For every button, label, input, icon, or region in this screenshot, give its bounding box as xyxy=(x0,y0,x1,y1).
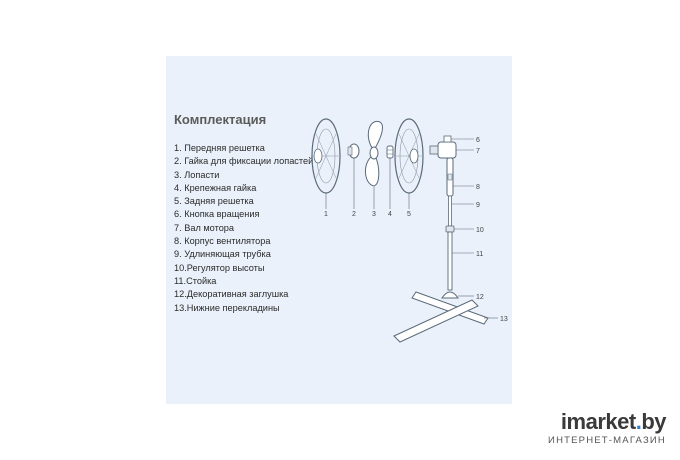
parts-list-item: 8. Корпус вентилятора xyxy=(174,236,271,247)
parts-list-item: 6. Кнопка вращения xyxy=(174,209,260,220)
diagram-label-8: 8 xyxy=(476,184,480,191)
parts-list-item: 3. Лопасти xyxy=(174,169,220,180)
diagram-label-9: 9 xyxy=(476,202,480,209)
parts-list-item: 13.Нижние перекладины xyxy=(174,302,280,313)
logo-main: imarket xyxy=(560,409,636,434)
logo-tld: by xyxy=(641,409,666,434)
fan-parts-diagram: 1 2 3 4 5 6 7 8 9 10 11 12 13 xyxy=(311,118,508,343)
parts-list-item: 5. Задняя решетка xyxy=(174,196,254,207)
imarket-logo: imarket.by xyxy=(548,409,667,434)
blade-lock-nut-illustration xyxy=(347,143,360,209)
parts-list: 1. Передняя решетка 2. Гайка для фиксаци… xyxy=(174,142,313,315)
parts-list-item: 7. Вал мотора xyxy=(174,222,235,233)
logo-dot: . xyxy=(635,409,642,434)
diagram-label-6: 6 xyxy=(476,137,480,144)
imarket-watermark: imarket.by ИНТЕРНЕТ-МАГАЗИН xyxy=(548,409,667,447)
parts-list-item: 12.Декоративная заглушка xyxy=(174,289,289,300)
parts-list-item: 10.Регулятор высоты xyxy=(174,262,265,273)
front-grille-illustration xyxy=(311,118,341,209)
fan-body-illustration xyxy=(393,135,489,343)
parts-list-item: 4. Крепежная гайка xyxy=(174,182,257,193)
section-title: Комплектация xyxy=(174,112,267,127)
diagram-label-5: 5 xyxy=(407,211,411,218)
manual-panel: Комплектация 1. Передняя решетка 2. Гайк… xyxy=(166,56,512,404)
parts-list-item: 9. Удлиняющая трубка xyxy=(174,249,271,260)
parts-list-item: 2. Гайка для фиксации лопастей xyxy=(174,156,314,167)
diagram-label-4: 4 xyxy=(388,211,392,218)
rear-grille-illustration xyxy=(394,118,424,209)
parts-list-item: 11.Стойка xyxy=(174,275,217,286)
diagram-label-13: 13 xyxy=(500,316,508,323)
diagram-label-7: 7 xyxy=(476,148,480,155)
diagram-label-1: 1 xyxy=(324,211,328,218)
diagram-label-12: 12 xyxy=(476,294,484,301)
diagram-label-10: 10 xyxy=(476,227,484,234)
diagram-label-3: 3 xyxy=(372,211,376,218)
fixing-nut-illustration xyxy=(386,145,394,209)
blades-illustration xyxy=(365,120,383,209)
imarket-tagline: ИНТЕРНЕТ-МАГАЗИН xyxy=(548,435,666,446)
diagram-label-2: 2 xyxy=(352,211,356,218)
parts-list-item: 1. Передняя решетка xyxy=(174,143,265,153)
diagram-label-11: 11 xyxy=(476,251,483,258)
